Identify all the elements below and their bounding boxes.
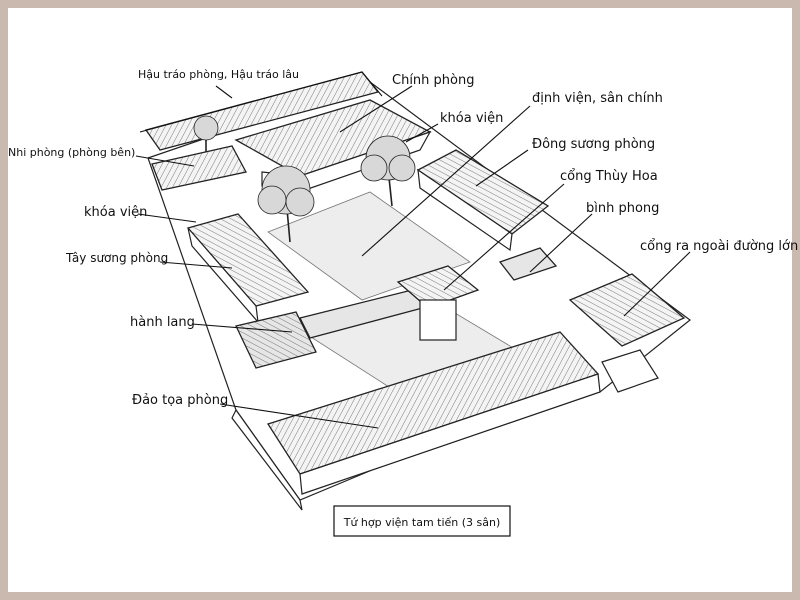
caption-box: Tứ hợp viện tam tiến (3 sân) (333, 505, 511, 537)
label-khoa-vien-top: khóa viện (440, 111, 503, 126)
main-courtyard (267, 191, 471, 301)
building-illustration (139, 71, 691, 511)
caption-text: Tứ hợp viện tam tiến (3 sân) (343, 516, 501, 529)
front-row-wall (299, 373, 601, 495)
label-cong-thuy-hoa: cổng Thùy Hoa (560, 169, 658, 184)
label-nhi-phong: Nhi phòng (phòng bên) (8, 146, 135, 159)
thuy-hoa-gate-body (419, 299, 457, 341)
label-binh-phong: bình phong (586, 201, 659, 216)
label-tay-suong: Tây sương phòng (65, 251, 168, 265)
tree-right (360, 135, 416, 207)
label-dao-toa: Đảo tọa phòng (132, 393, 228, 408)
tree-rear (193, 115, 219, 152)
exit-gate-steps (601, 349, 659, 393)
label-khoa-vien-left: khóa viện (84, 205, 147, 220)
leader-lines (135, 85, 691, 429)
label-chinh-phong: Chính phòng (392, 73, 474, 88)
labels: Hậu tráo phòng, Hậu tráo lâu Chính phòng… (8, 68, 798, 408)
label-cong-ra: cổng ra ngoài đường lớn (640, 239, 798, 254)
label-hau-trao: Hậu tráo phòng, Hậu tráo lâu (138, 68, 299, 81)
screen-wall (498, 247, 558, 281)
label-hanh-lang: hành lang (130, 315, 195, 330)
label-dinh-vien: định viện, sân chính (532, 91, 663, 106)
tree-left (257, 165, 315, 243)
label-dong-suong: Đông sương phòng (532, 137, 655, 152)
outer-wall-side (231, 408, 303, 511)
